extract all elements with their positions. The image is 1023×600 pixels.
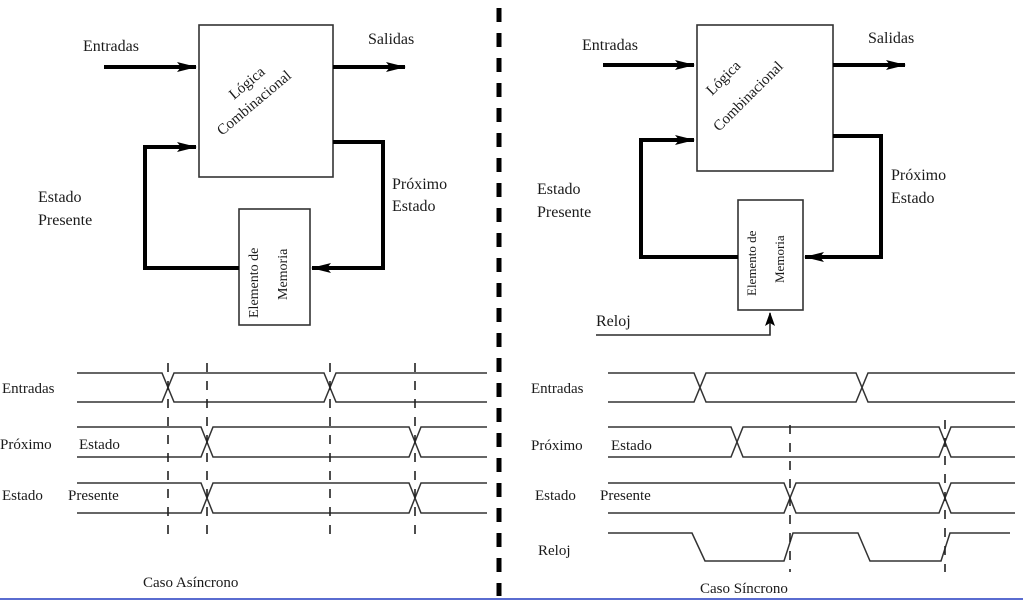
sync-clock-label: Reloj	[596, 313, 631, 330]
sync-next-state-path	[804, 134, 883, 262]
async-caption: Caso Asíncrono	[143, 575, 238, 591]
sync-caption: Caso Síncrono	[700, 581, 788, 597]
sync-present-state-label-2: Presente	[537, 204, 591, 221]
async-memory-label-1: Elemento de	[247, 248, 262, 318]
async-present-state-label-2: Presente	[38, 212, 92, 229]
sync-timing-diagram: Entradas Próximo Estado Estado Presente …	[531, 372, 1015, 597]
sync-next-state-label-2: Estado	[891, 190, 935, 207]
async-present-state-label-1: Estado	[38, 189, 82, 206]
async-wave-next-state-rail-b	[77, 426, 487, 458]
async-wave-next-state-rail-a	[77, 426, 487, 458]
sync-wave-present-state-rail-a	[608, 482, 1015, 514]
sync-memory-label-1: Elemento de	[744, 230, 759, 296]
async-timing-label-present-1: Estado	[2, 488, 43, 504]
sync-wave-inputs-rail-a	[608, 372, 1015, 403]
bottom-border	[0, 598, 1023, 600]
sync-timing-label-clock: Reloj	[538, 543, 571, 559]
async-present-state-path	[143, 142, 239, 270]
sync-clock-path	[596, 312, 775, 336]
sync-memory-label-2: Memoria	[772, 235, 787, 283]
sync-present-state-label-1: Estado	[537, 181, 581, 198]
sync-timing-label-present-1: Estado	[535, 488, 576, 504]
async-wave-present-state-rail-b	[77, 482, 487, 514]
sync-wave-next-state-rail-a	[608, 426, 1015, 458]
sync-present-state-path	[639, 135, 738, 259]
sync-timing-label-inputs: Entradas	[531, 381, 584, 397]
async-outputs-label: Salidas	[368, 31, 414, 48]
async-timing-label-next-1: Próximo	[0, 437, 52, 453]
sync-inputs-label: Entradas	[582, 37, 638, 54]
async-next-state-path	[311, 140, 385, 273]
async-timing-diagram: Entradas Próximo Estado Estado Presente …	[0, 363, 487, 591]
async-timing-label-next-2: Estado	[79, 437, 120, 453]
async-next-state-label-1: Próximo	[392, 176, 447, 193]
async-wave-inputs-rail-a	[77, 372, 487, 403]
sync-wave-clock	[608, 532, 1010, 562]
async-logic-box	[198, 24, 334, 178]
sync-timing-label-next-2: Estado	[611, 438, 652, 454]
async-next-state-label-2: Estado	[392, 198, 436, 215]
async-timing-label-present-2: Presente	[68, 488, 119, 504]
sync-outputs-label: Salidas	[868, 30, 914, 47]
sync-timing-label-next-1: Próximo	[531, 438, 583, 454]
sync-logic-box	[696, 24, 834, 172]
sync-next-state-label-1: Próximo	[891, 167, 946, 184]
async-timing-label-inputs: Entradas	[2, 381, 55, 397]
async-block-diagram: Lógica Combinacional Entradas Salidas Pr…	[38, 24, 447, 326]
sync-wave-present-state-rail-b	[608, 482, 1015, 514]
sync-wave-inputs-rail-b	[608, 372, 1015, 403]
sync-timing-label-present-2: Presente	[600, 488, 651, 504]
sync-block-diagram: Lógica Combinacional Entradas Salidas Pr…	[537, 24, 946, 336]
async-inputs-label: Entradas	[83, 38, 139, 55]
sync-memory-box	[737, 199, 804, 311]
async-wave-present-state-rail-a	[77, 482, 487, 514]
async-memory-label-2: Memoria	[276, 248, 291, 300]
sync-wave-next-state-rail-b	[608, 426, 1015, 458]
async-wave-inputs-rail-b	[77, 372, 487, 403]
